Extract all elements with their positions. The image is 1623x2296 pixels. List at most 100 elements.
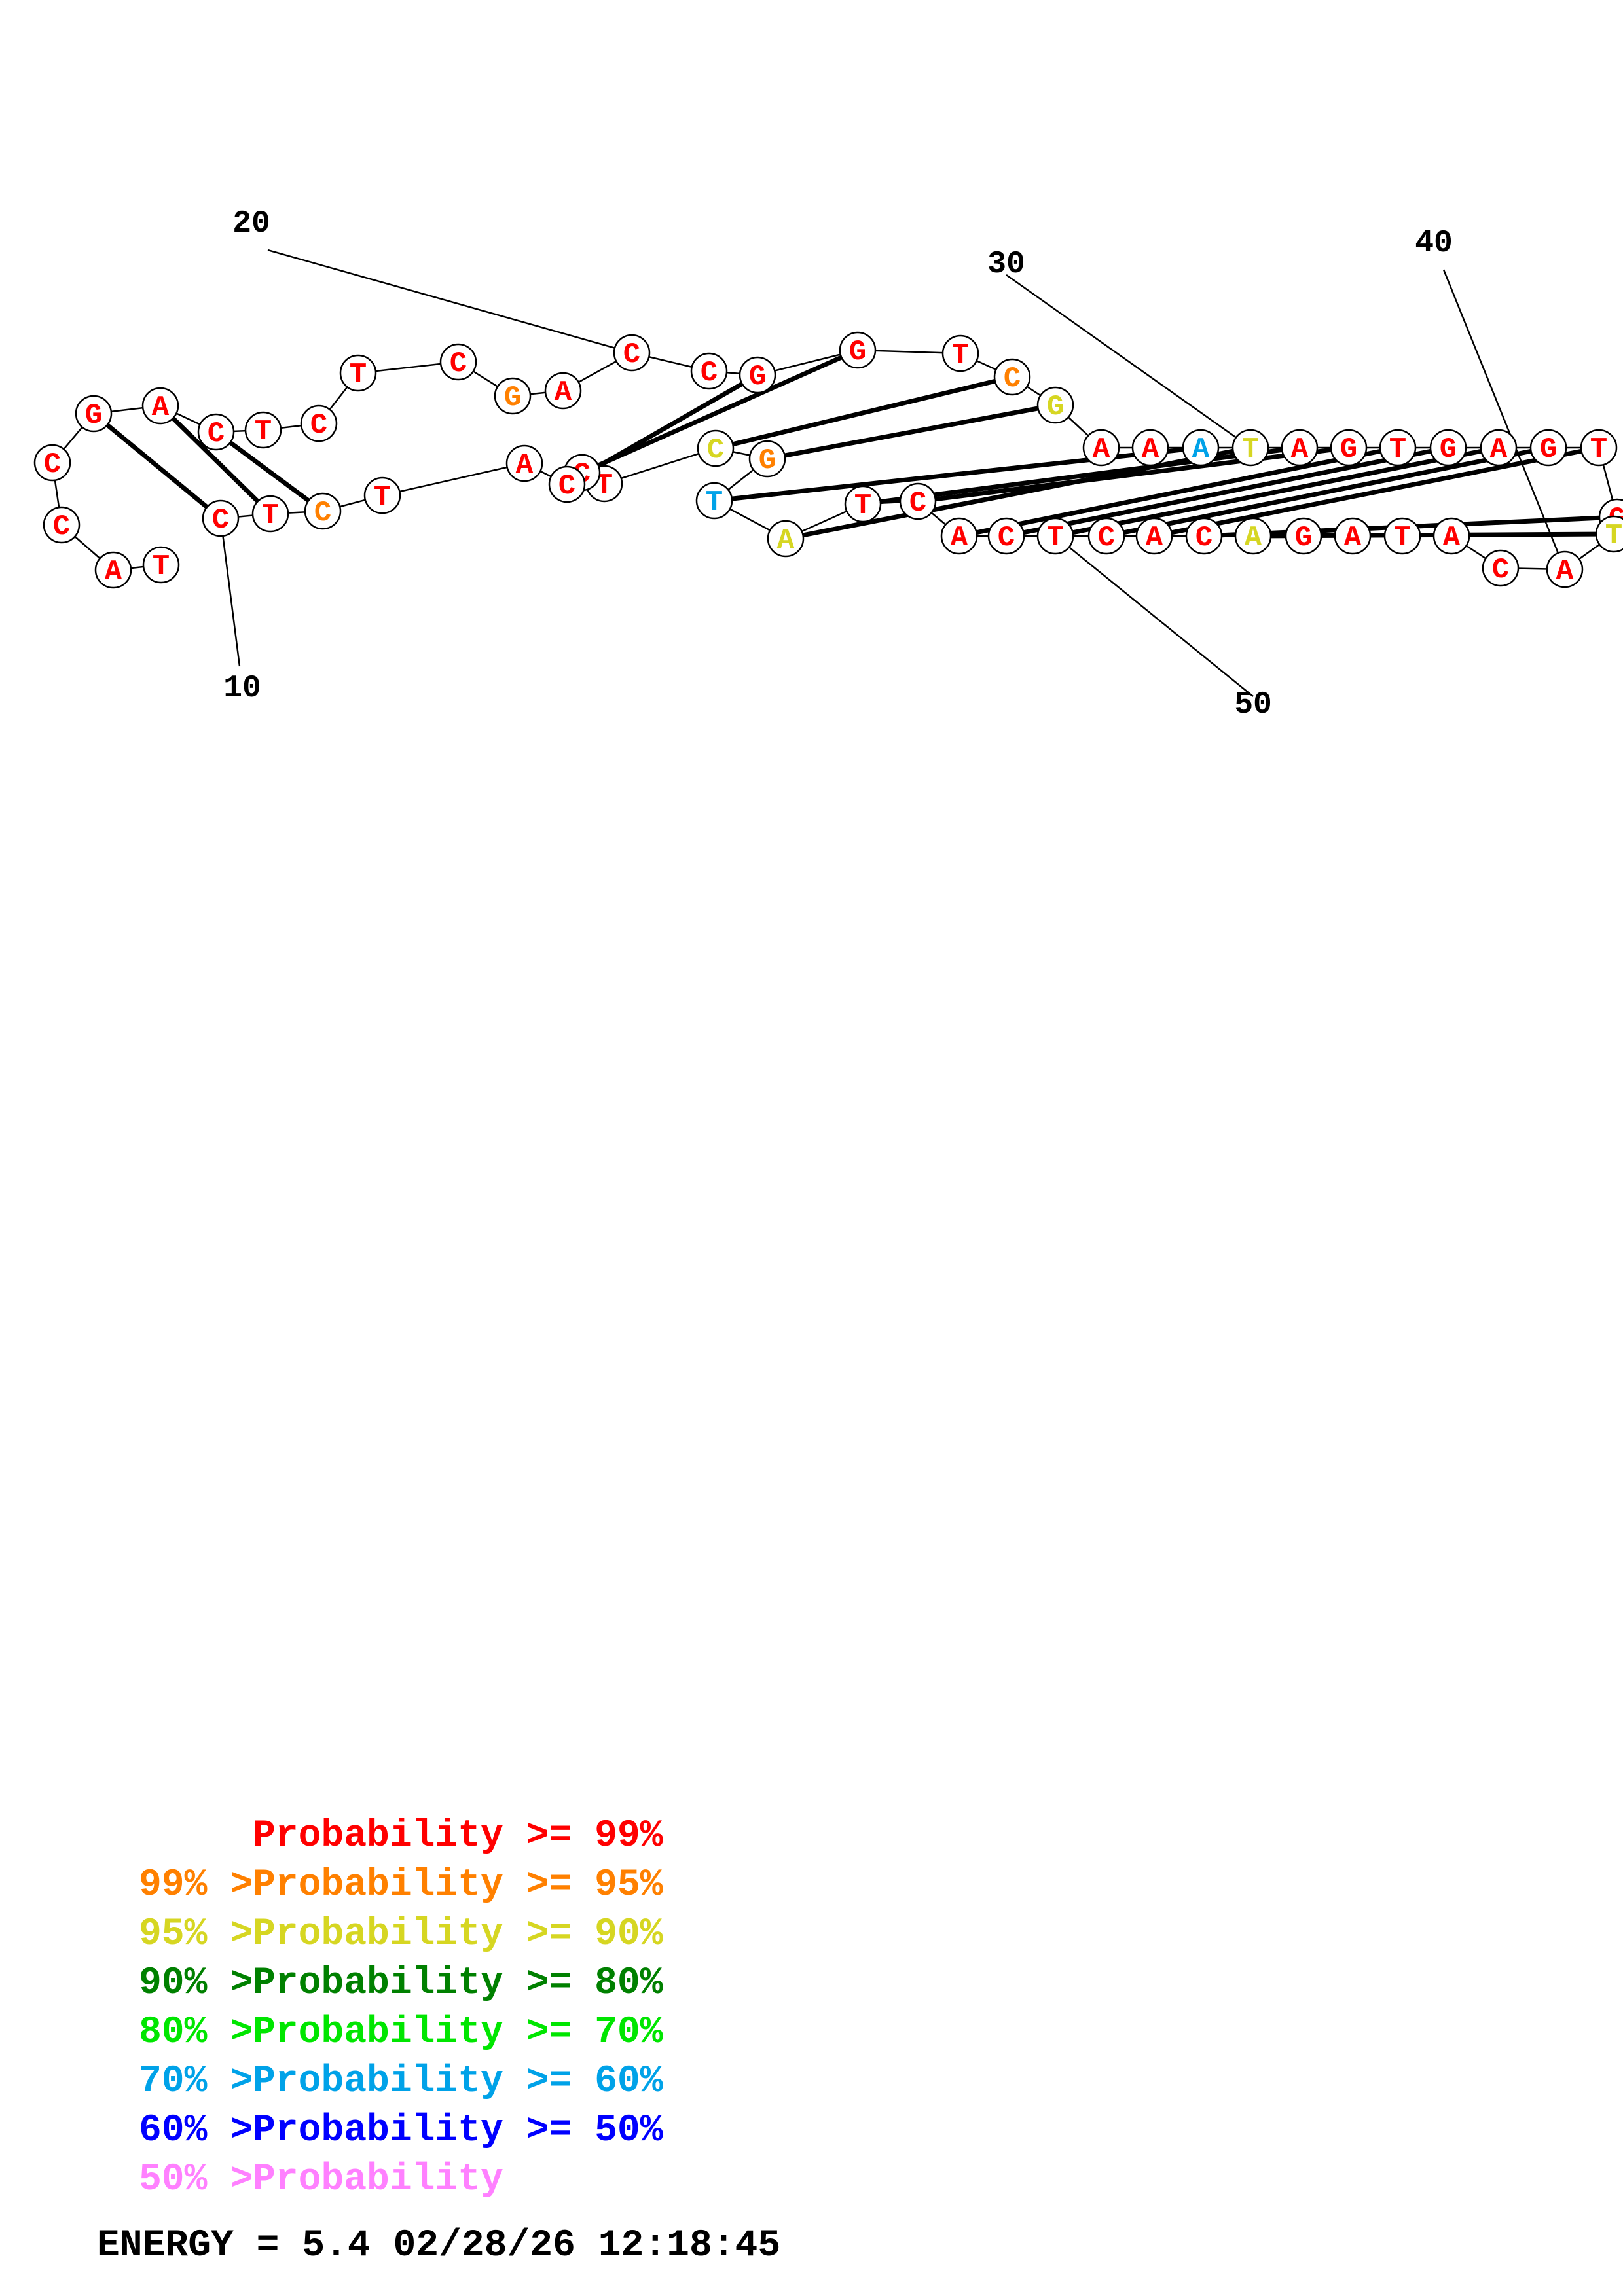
nucleotide: T	[244, 411, 282, 449]
nucleotide: T	[142, 546, 180, 584]
legend-prefix: 95% >	[139, 1913, 253, 1956]
nucleotide-circle	[142, 546, 180, 584]
nucleotide-letter: C	[1004, 363, 1021, 395]
nucleotide-circle	[613, 334, 651, 372]
tick-line	[1055, 535, 1254, 697]
legend-row: 70% > Probability >= 60%	[139, 2060, 663, 2103]
nucleotide-letter: C	[1492, 554, 1509, 586]
nucleotide: C	[899, 482, 937, 520]
nucleotide-letter: T	[1605, 520, 1622, 552]
nucleotide: A	[1234, 517, 1272, 555]
nucleotide: A	[940, 517, 978, 555]
nucleotide-circle	[839, 331, 877, 369]
nucleotide: C	[1185, 517, 1223, 555]
legend-prefix: 70% >	[139, 2060, 253, 2103]
nucleotide-letter: C	[1098, 522, 1115, 554]
nucleotide: G	[1429, 429, 1467, 467]
nucleotide: G	[839, 331, 877, 369]
nucleotide: T	[1383, 517, 1421, 555]
nucleotide: T	[695, 482, 733, 520]
nucleotide-circle	[739, 356, 776, 394]
nucleotide: T	[251, 495, 289, 533]
legend-text: Probability >= 99%	[253, 1815, 663, 1857]
legend-text: Probability >= 50%	[253, 2109, 663, 2152]
nucleotide-circle	[339, 354, 377, 392]
tick-line	[267, 249, 632, 354]
nucleotide-circle	[1182, 429, 1220, 467]
base-pair-bond	[581, 348, 859, 475]
nucleotide: C	[987, 517, 1025, 555]
nucleotide-letter: G	[1047, 391, 1064, 423]
nucleotide: A	[1480, 429, 1518, 467]
nucleotide: G	[748, 440, 786, 478]
nucleotide-letter: T	[952, 339, 969, 372]
nucleotide-circle	[197, 413, 235, 451]
nucleotide-circle	[695, 482, 733, 520]
nucleotide: T	[1379, 429, 1417, 467]
tick-line	[219, 518, 241, 667]
nucleotide-letter: T	[374, 481, 391, 514]
base-pair-bond	[1154, 445, 1599, 539]
nucleotide-circle	[505, 444, 543, 482]
nucleotide: A	[1281, 429, 1319, 467]
nucleotide-letter: C	[701, 357, 718, 389]
nucleotide-letter: C	[212, 504, 229, 537]
nucleotide: G	[1285, 517, 1322, 555]
nucleotide: A	[1082, 429, 1120, 467]
nucleotide-circle	[1185, 517, 1223, 555]
nucleotide: C	[197, 413, 235, 451]
tick-label-10: 10	[223, 671, 261, 706]
nucleotide: G	[75, 395, 113, 433]
tick-label-50: 50	[1234, 687, 1272, 723]
probability-legend: Probability >= 99%99% > Probability >= 9…	[139, 1815, 663, 2201]
nucleotide-letter: A	[1146, 522, 1163, 554]
nucleotide-circle	[748, 440, 786, 478]
nucleotide-circle	[1036, 517, 1074, 555]
legend-text: Probability >= 60%	[253, 2060, 663, 2103]
nucleotide-letter: C	[314, 497, 331, 529]
legend-text: Probability >= 80%	[253, 1962, 663, 2005]
nucleotide-circle	[244, 411, 282, 449]
nucleotide-letter: A	[555, 376, 572, 409]
nucleotide: G	[1036, 386, 1074, 424]
nucleotide-letter: T	[262, 499, 279, 532]
nucleotide-letter: A	[1291, 433, 1309, 466]
nucleotide-circle	[1131, 429, 1169, 467]
base-pair-bond	[714, 445, 1201, 503]
nucleotide: T	[1036, 517, 1074, 555]
nucleotide-letter: C	[998, 522, 1015, 554]
nucleotide-letter: C	[450, 348, 467, 380]
nucleotides: TACCGACTCTCGACCGGTCGAAATAGTGAGTGTACATAGA…	[33, 331, 1623, 589]
nucleotide-circle	[940, 517, 978, 555]
nucleotide-letter: A	[1245, 522, 1262, 554]
nucleotide-circle	[1432, 517, 1470, 555]
backbone-segment	[382, 462, 525, 497]
nucleotide: G	[739, 356, 776, 394]
nucleotide-circle	[544, 372, 582, 410]
base-pair-bond	[767, 403, 1056, 461]
nucleotide-letter: T	[1389, 433, 1406, 466]
nucleotide-letter: C	[909, 487, 926, 520]
nucleotide-letter: A	[1443, 522, 1461, 554]
legend-text: Probability >= 95%	[253, 1864, 663, 1907]
base-pair-bond	[715, 374, 1013, 451]
nucleotide-letter: T	[1047, 522, 1064, 554]
nucleotide-letter: A	[105, 556, 122, 588]
legend-text: Probability >= 70%	[253, 2011, 663, 2054]
nucleotide: A	[1135, 517, 1173, 555]
nucleotide-letter: A	[1344, 522, 1362, 554]
nucleotide-letter: A	[1093, 433, 1110, 466]
backbone-segment	[604, 447, 716, 485]
nucleotide-letter: G	[759, 444, 776, 477]
nucleotide: A	[94, 551, 132, 589]
nucleotide-letter: T	[153, 550, 170, 583]
nucleotide-letter: C	[558, 470, 575, 503]
nucleotide-circle	[1281, 429, 1319, 467]
legend-row: 95% > Probability >= 90%	[139, 1913, 663, 1956]
nucleotide: T	[844, 485, 882, 523]
nucleotide-circle	[1580, 429, 1618, 467]
nucleotide-letter: A	[1192, 433, 1210, 466]
base-pair-bond	[92, 412, 223, 520]
nucleotide: C	[548, 465, 586, 503]
